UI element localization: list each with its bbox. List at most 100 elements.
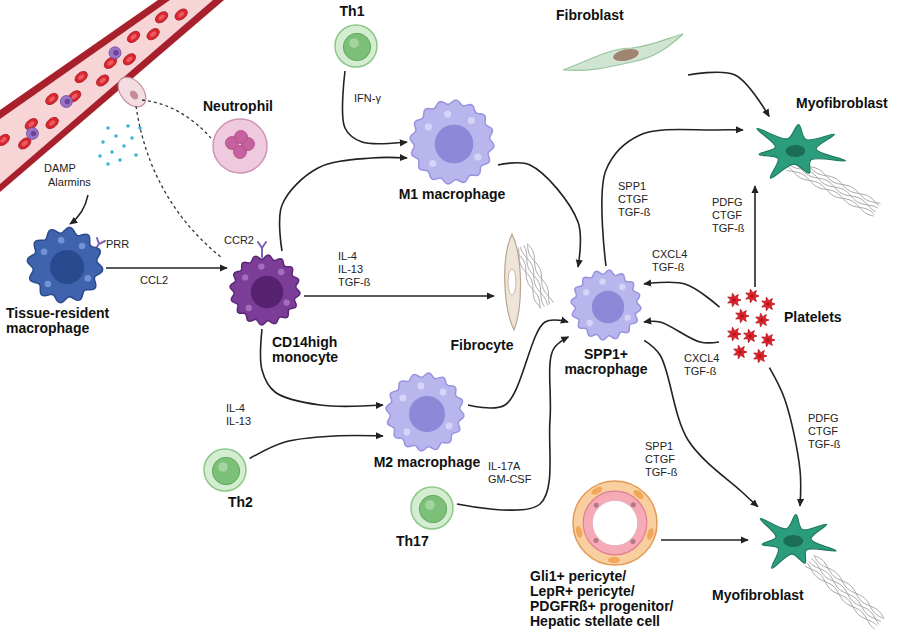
- platelet: [728, 293, 741, 307]
- platelet: [756, 313, 769, 327]
- cell-label: Neutrophil: [203, 99, 273, 114]
- cell-nucleus: [251, 276, 283, 308]
- cell-nucleus: [508, 269, 516, 295]
- cell-membrane: [335, 25, 377, 67]
- white-blood-cell: [26, 127, 38, 139]
- cell-granule: [404, 429, 411, 436]
- cell-illustration: [570, 269, 642, 341]
- platelet: [736, 309, 749, 323]
- collagen-fibre: [807, 563, 874, 629]
- cell-membrane: [386, 373, 464, 451]
- fibrocyte-cell: Fibrocyte: [496, 232, 558, 332]
- red-blood-cell-centre: [0, 136, 7, 143]
- vessel-lumen: [0, 0, 213, 184]
- platelet-core: [732, 298, 735, 301]
- red-blood-cell-centre: [48, 119, 56, 126]
- cell-nucleus: [50, 250, 84, 284]
- connector-arrow: [457, 337, 568, 510]
- red-blood-cell-centre: [106, 59, 114, 66]
- cell-nucleus: [212, 457, 239, 484]
- pericyte-body: [608, 557, 620, 563]
- red-blood-cell-centre: [158, 14, 166, 21]
- cell-granule: [45, 281, 52, 288]
- vessel-wall: [0, 0, 224, 192]
- cytokine-label: IL-17A GM-CSF: [488, 460, 531, 486]
- annotation-label: PRR: [106, 238, 129, 251]
- platelet-cluster: Platelets: [722, 290, 778, 365]
- myofibroblast-cell: Myofibroblast: [745, 118, 850, 184]
- platelet: [728, 327, 741, 341]
- damp-dot: [118, 158, 122, 162]
- cell-granule: [400, 395, 407, 402]
- cell-granule: [468, 117, 475, 124]
- red-blood-cell-centre: [48, 95, 56, 102]
- recruitment-dashed-line: [136, 106, 222, 258]
- endothelial-nucleus: [631, 502, 636, 507]
- white-blood-cell-nucleus: [31, 131, 37, 137]
- cell-granule: [587, 320, 593, 326]
- t-helper-cell: Th2: [203, 448, 247, 492]
- cytokine-label: CCL2: [140, 274, 168, 287]
- cell-nucleus: [419, 495, 446, 522]
- t-helper-cell: Th17: [410, 486, 454, 530]
- connector-arrow: [468, 320, 568, 408]
- cell-label: M2 macrophage: [374, 455, 481, 470]
- cell-granule: [58, 237, 65, 244]
- cell-nucleus: [612, 47, 640, 63]
- cell-nucleus: [409, 396, 445, 432]
- cell-granule: [425, 123, 432, 130]
- platelet: [746, 289, 759, 303]
- cell-membrane: [230, 255, 300, 325]
- fibroblast-cell: Fibroblast: [560, 30, 685, 75]
- damp-dot: [122, 144, 126, 148]
- damp-dot: [106, 162, 110, 166]
- red-blood-cell: [73, 69, 90, 85]
- cytokine-label: PDFG CTGF TGF-ß: [712, 196, 744, 235]
- damp-dot: [98, 154, 102, 158]
- cell-body: [760, 515, 836, 569]
- cytokine-label: IL-4 IL-13: [226, 402, 251, 428]
- red-blood-cell: [44, 115, 61, 131]
- collagen-fibre: [518, 247, 541, 308]
- macrophage-cell: SPP1+ macrophage: [570, 269, 642, 341]
- red-blood-cell: [121, 51, 138, 67]
- cytokine-label: IFN-γ: [354, 92, 381, 105]
- cell-label: Th17: [396, 534, 429, 549]
- connector-arrow: [304, 295, 494, 297]
- cytokine-label: CXCL4 TGF-ß: [684, 352, 719, 378]
- receptor-stem: [258, 242, 266, 257]
- red-blood-cell: [173, 7, 190, 23]
- platelet-core: [738, 350, 741, 353]
- connector-arrow: [106, 267, 227, 269]
- white-blood-cell-nucleus: [113, 50, 119, 56]
- endothelial-nucleus: [630, 539, 635, 544]
- recruitment-dashed-line: [142, 100, 211, 138]
- connector-arrow: [769, 368, 800, 506]
- connector-arrow: [754, 186, 756, 287]
- red-blood-cell: [153, 9, 170, 25]
- cell-membrane: [410, 100, 494, 184]
- neutrophil-cell: Neutrophil: [212, 118, 268, 174]
- cell-label: Th2: [228, 495, 253, 510]
- nucleus-highlight: [425, 500, 435, 510]
- white-blood-cell: [109, 47, 121, 59]
- cell-label: Fibroblast: [556, 8, 624, 23]
- macrophage-cell: M1 macrophage: [409, 99, 495, 185]
- cell-illustration: [496, 232, 558, 332]
- cell-illustration: [572, 480, 658, 566]
- vessel-outer: [573, 481, 657, 565]
- white-blood-cell-nucleus: [65, 99, 71, 105]
- platelet-core: [732, 332, 735, 335]
- cell-label: Fibrocyte: [450, 338, 513, 353]
- blood-vessel: [0, 0, 224, 192]
- cytokine-label: PDFG CTGF TGF-ß: [808, 412, 840, 451]
- cell-granule: [583, 289, 589, 295]
- cell-illustration: [750, 508, 840, 574]
- cell-illustration: [560, 30, 685, 75]
- damp-dot: [106, 126, 110, 130]
- nucleus-lobe: [235, 131, 248, 144]
- collagen-fibre: [788, 167, 874, 216]
- red-blood-cell: [0, 132, 12, 148]
- connector-arrow: [343, 71, 407, 144]
